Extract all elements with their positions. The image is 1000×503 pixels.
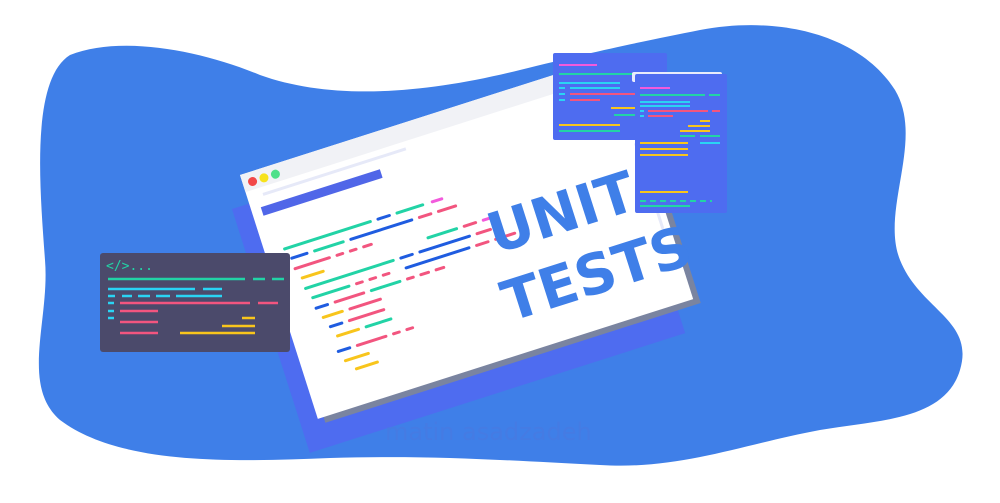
- dark-panel-code-lines: [108, 277, 284, 335]
- blue-code-panel-front: [632, 72, 727, 213]
- blue-panel-front-lines: [640, 87, 720, 207]
- close-dot-icon: [248, 176, 258, 186]
- maximize-dot-icon: [270, 169, 280, 179]
- watermark: matin asadzadeh: [385, 418, 592, 446]
- window-titlebar: [240, 55, 621, 193]
- blue-panel-back-lines: [559, 64, 660, 132]
- address-line: [262, 147, 407, 196]
- code-tag-icon: </>...: [106, 259, 153, 274]
- header-bar: [260, 169, 383, 216]
- dark-code-panel: </>...: [100, 253, 290, 352]
- browser-window: UNIT TESTS: [231, 55, 701, 453]
- minimize-dot-icon: [259, 173, 269, 183]
- code-lines: [283, 197, 517, 371]
